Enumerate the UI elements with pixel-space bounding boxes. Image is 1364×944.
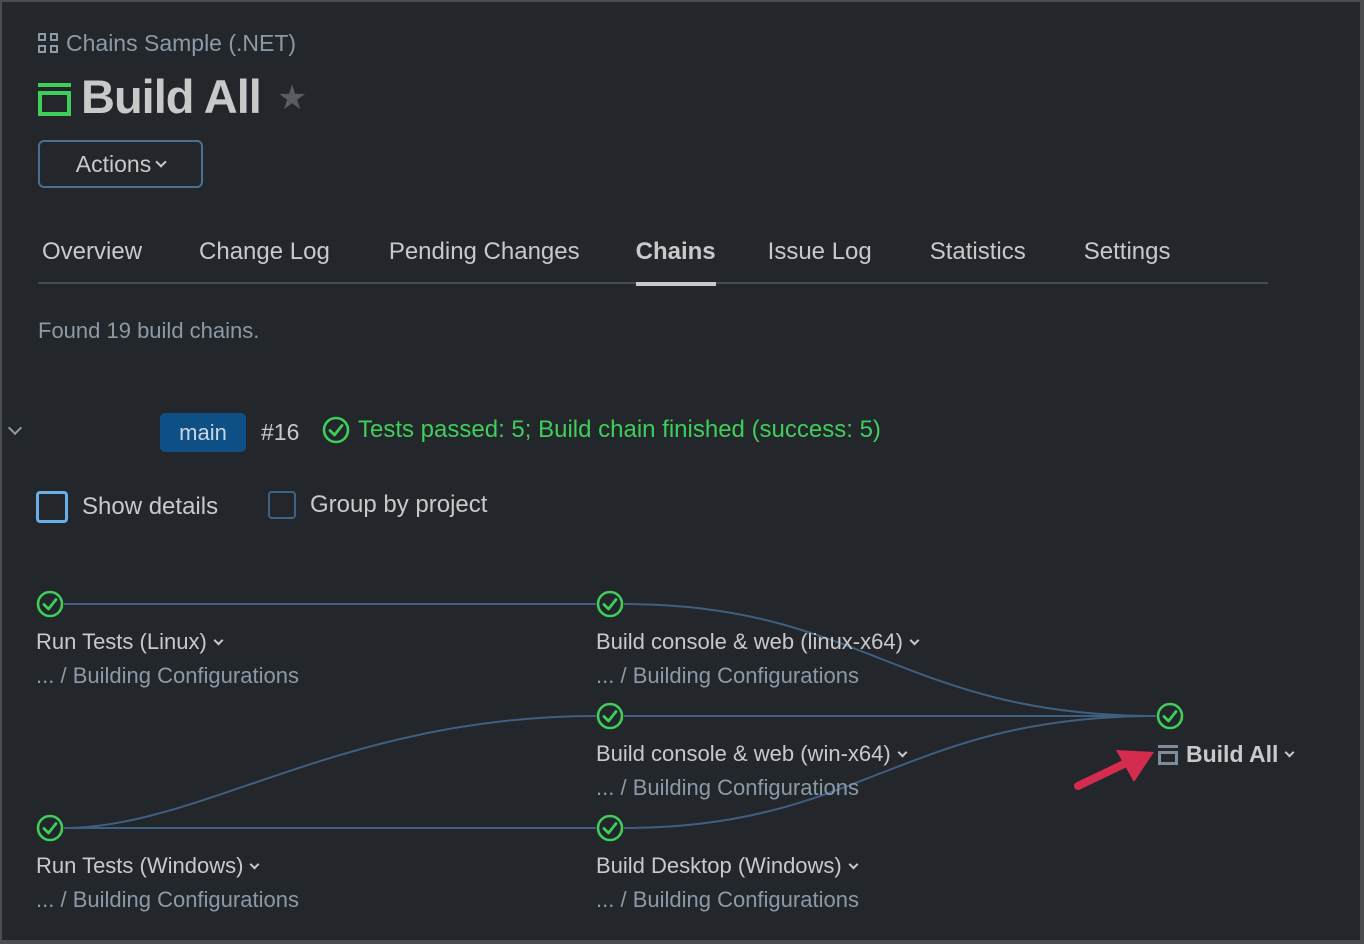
project-link[interactable]: Building Configurations xyxy=(632,775,859,800)
node-build-win-x64[interactable]: Build console & web (win-x64) xyxy=(596,741,908,767)
page-title: Build All xyxy=(81,69,262,123)
chevron-down-icon xyxy=(249,859,260,869)
success-check-icon[interactable] xyxy=(596,590,624,618)
chevron-down-icon xyxy=(1284,747,1295,758)
success-check-icon[interactable] xyxy=(596,702,624,730)
node-title: Build All xyxy=(1186,741,1279,767)
node-build-all[interactable]: Build All xyxy=(1158,741,1295,768)
actions-label: Actions xyxy=(75,150,152,177)
tab-issue-log[interactable]: Issue Log xyxy=(767,238,872,265)
success-check-icon[interactable] xyxy=(1156,702,1184,730)
node-build-desktop-windows[interactable]: Build Desktop (Windows) xyxy=(596,853,859,879)
annotation-arrow-icon xyxy=(1074,750,1154,790)
group-by-project-box[interactable] xyxy=(268,491,296,519)
node-title: Build console & web (linux-x64) xyxy=(596,629,903,654)
chevron-down-icon xyxy=(155,155,167,168)
project-link[interactable]: Building Configurations xyxy=(72,887,299,912)
node-run-tests-linux[interactable]: Run Tests (Linux) xyxy=(36,629,224,655)
node-path: ... / Building Configurations xyxy=(596,663,859,688)
tab-statistics[interactable]: Statistics xyxy=(929,238,1026,265)
tab-settings[interactable]: Settings xyxy=(1083,238,1171,265)
project-name[interactable]: Chains Sample (.NET) xyxy=(66,29,297,56)
collapse-chain-toggle[interactable] xyxy=(7,420,26,436)
node-path: ... / Building Configurations xyxy=(596,887,859,912)
node-path: ... / Building Configurations xyxy=(36,663,299,688)
chevron-down-icon xyxy=(213,635,224,645)
show-details-box[interactable] xyxy=(36,491,68,523)
node-path: ... / Building Configurations xyxy=(596,775,859,800)
project-link[interactable]: Building Configurations xyxy=(632,887,859,912)
project-link[interactable]: Building Configurations xyxy=(72,663,299,688)
branch-badge[interactable]: main xyxy=(160,413,246,452)
actions-button[interactable]: Actions xyxy=(38,140,203,188)
project-link[interactable]: Building Configurations xyxy=(632,663,859,688)
group-by-project-checkbox[interactable]: Group by project xyxy=(268,491,487,519)
node-title: Run Tests (Windows) xyxy=(36,853,244,878)
tab-overview[interactable]: Overview xyxy=(42,238,143,265)
show-details-checkbox[interactable]: Show details xyxy=(36,491,218,523)
chain-status[interactable]: Tests passed: 5; Build chain finished (s… xyxy=(322,416,881,444)
node-title: Build console & web (win-x64) xyxy=(596,741,891,766)
group-by-project-label: Group by project xyxy=(310,491,488,518)
project-breadcrumb[interactable]: Chains Sample (.NET) xyxy=(38,29,296,57)
success-check-icon[interactable] xyxy=(596,814,624,842)
chevron-down-icon xyxy=(7,420,23,436)
tab-change-log[interactable]: Change Log xyxy=(199,238,330,265)
node-build-linux-x64[interactable]: Build console & web (linux-x64) xyxy=(596,629,920,655)
composite-build-icon xyxy=(1158,744,1178,765)
composite-build-icon xyxy=(38,82,71,116)
chains-count-text: Found 19 build chains. xyxy=(38,318,260,343)
chevron-down-icon xyxy=(897,747,908,757)
node-run-tests-windows[interactable]: Run Tests (Windows) xyxy=(36,853,260,879)
show-details-label: Show details xyxy=(82,493,219,520)
success-check-icon[interactable] xyxy=(36,590,64,618)
star-icon[interactable]: ★ xyxy=(276,79,308,117)
tab-pending-changes[interactable]: Pending Changes xyxy=(388,238,580,265)
chevron-down-icon xyxy=(909,635,920,645)
tab-chains[interactable]: Chains xyxy=(635,230,716,286)
success-check-icon[interactable] xyxy=(36,814,64,842)
project-grid-icon xyxy=(38,33,58,53)
page-title-row: Build All ★ xyxy=(38,68,307,124)
node-path: ... / Building Configurations xyxy=(36,887,299,912)
tab-bar: Overview Change Log Pending Changes Chai… xyxy=(38,230,1268,286)
build-number-link[interactable]: #16 xyxy=(261,419,300,445)
node-title: Build Desktop (Windows) xyxy=(596,853,842,878)
chevron-down-icon xyxy=(848,859,859,869)
check-circle-icon xyxy=(322,416,350,444)
node-title: Run Tests (Linux) xyxy=(36,629,207,654)
chain-status-text: Tests passed: 5; Build chain finished (s… xyxy=(358,416,881,443)
